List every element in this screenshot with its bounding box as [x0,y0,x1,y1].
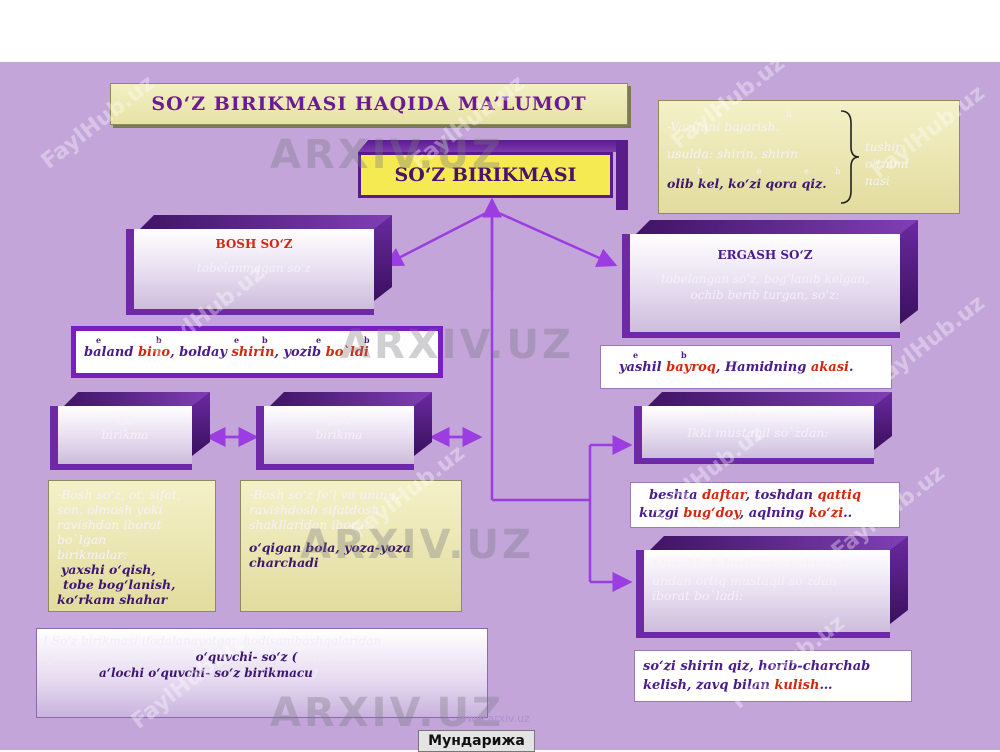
sodda-birikma-box: Sodda birikma – Ikki mustaqil so`zdan: [634,392,892,464]
note-line: ravishdan iborat bo`lgan [57,517,162,547]
murakkab-line-1: Murakkab birikma – uchta va [652,558,846,573]
info-letter: b [835,167,841,176]
info-letter: b [697,167,703,176]
note-line: birikmalar: [57,547,128,562]
murakkab-birikma-examples: so‘zi shirin qiz, horib-charchab kelish,… [634,650,912,702]
bosh-soz-subtitle: tobelanmagan so‘z [197,261,311,275]
note-line: shakllaridan iborat: [249,517,374,532]
note-line: son, olmosh yoki [57,502,163,517]
note-example: yaxshi o‘qish, [61,562,156,577]
info-line-2: usulda: shirin, shirin [667,146,799,161]
note-example: o‘qigan bola, yoza-yoza [249,540,411,555]
note-example: tobe bog‘lanish, [63,577,176,592]
bosh-soz-title: BOSH SO‘Z [215,237,293,251]
bracket-text: o‘rnimi [865,157,909,171]
info-letter: e [803,167,809,176]
ergash-soz-examples: e b yashil bayroq, Hamidning akasi. [600,345,892,389]
info-line-1: -Vazifani bajarish. [667,119,780,134]
bosh-soz-box: BOSH SO‘Z tobelanmagan so‘z [126,215,392,315]
ergash-soz-subtitle: tobelangan so‘z, bog‘lanib kelgan, [660,272,870,286]
fel-birikma-note: -Bosh so‘z fe’l va uning, ravishdosh sif… [240,480,462,612]
center-concept-label: SO‘Z BIRIKMASI [358,152,613,198]
fel-birikma-line-2: birikma [315,428,363,442]
bottom-note-line: ! So‘z birikmasi ifodalanayotgan hodisan… [43,634,382,648]
murakkab-line-3: iborat bo`ladi: [652,588,744,603]
note-example: ko‘rkam shahar [57,592,168,607]
info-letter: e [756,167,762,176]
note-line: ravishdosh sifatdosh [249,502,380,517]
bosh-soz-examples: e b e b e b baland bino, bolday shirin, … [71,326,443,378]
ot-birikma-line-2: birikma [101,428,149,442]
murakkab-birikma-box: Murakkab birikma – uchta va undan ortiq … [636,536,908,638]
ot-birikma-line-1: Ot [117,414,133,428]
bottom-note: ! So‘z birikmasi ifodalanayotgan hodisan… [36,628,488,718]
slide-title: SO‘Z BIRIKMASI HAQIDA MA’LUMOT [110,83,628,125]
bracket-text: tushir [865,140,902,154]
brace-icon [840,110,860,204]
center-concept-box: SO‘Z BIRIKMASI [358,140,628,210]
info-letter: e [717,110,722,119]
note-example: charchadi [249,555,319,570]
note-line: -Bosh so‘z fe’l va uning, [249,487,400,502]
fel-birikma-box: Fe'l birikma [256,392,432,470]
ergash-soz-subtitle-2: ochib berib turgan, so‘z: [690,288,840,302]
sodda-birikma-line-1: Sodda birikma – [706,410,810,425]
ergash-soz-title: ERGASH SO‘Z [717,248,813,262]
ot-birikma-box: Ot birikma [50,392,210,470]
bracket-text: nasi [865,174,890,188]
contents-button[interactable]: Мундарижа [418,730,535,752]
info-box: e b -Vazifani bajarish. usulda: shirin, … [658,100,960,214]
sodda-birikma-line-2: Ikki mustaqil so`zdan: [687,425,829,440]
source-url: www.arxiv.uz [458,712,530,725]
note-line: -Bosh so‘z, ot, sifat, [57,487,181,502]
info-letter: b [786,110,792,119]
info-line-3: olib kel, ko‘zi qora qiz. [667,176,827,191]
sodda-birikma-examples: beshta daftar, toshdan qattiq kuzgi bug‘… [630,482,900,528]
fel-birikma-line-1: Fe'l [328,414,350,428]
ot-birikma-note: -Bosh so‘z, ot, sifat, son, olmosh yoki … [48,480,216,612]
ergash-soz-box: ERGASH SO‘Z tobelangan so‘z, bog‘lanib k… [622,220,918,338]
murakkab-line-2: undan ortiq mustaqil so‘zdan [652,573,837,588]
